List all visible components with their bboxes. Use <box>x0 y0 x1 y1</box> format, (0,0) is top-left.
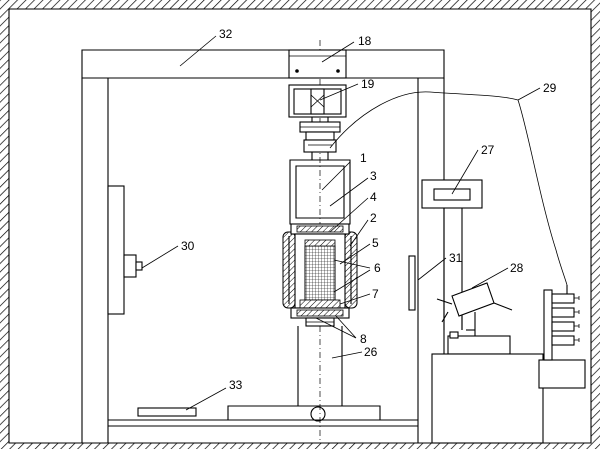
force-sensor <box>288 84 347 118</box>
part-labels: 1 2 3 4 5 6 7 8 18 19 26 27 28 29 30 31 … <box>181 27 557 392</box>
signal-cable <box>329 91 568 286</box>
label-30: 30 <box>181 239 195 253</box>
label-6: 6 <box>374 261 381 275</box>
label-29: 29 <box>543 81 557 95</box>
sample-chamber <box>282 223 358 327</box>
label-27: 27 <box>481 143 495 157</box>
label-1: 1 <box>360 151 367 165</box>
label-32: 32 <box>219 27 233 41</box>
label-3: 3 <box>370 169 377 183</box>
label-28: 28 <box>510 261 524 275</box>
loading-cylinder <box>289 159 351 225</box>
sample-tray <box>137 407 197 417</box>
control-desk <box>431 329 586 444</box>
label-4: 4 <box>370 190 377 204</box>
base-plate <box>227 336 381 422</box>
side-panel <box>408 255 416 311</box>
actuator <box>288 49 347 79</box>
camera <box>436 282 513 336</box>
label-2: 2 <box>370 211 377 225</box>
leader-lines <box>141 35 541 411</box>
valve-rack <box>543 285 580 361</box>
label-26: 26 <box>364 345 378 359</box>
label-8: 8 <box>360 332 367 346</box>
label-31: 31 <box>449 251 463 265</box>
label-33: 33 <box>229 378 243 392</box>
label-18: 18 <box>358 34 372 48</box>
label-7: 7 <box>372 287 379 301</box>
loading-frame <box>81 49 445 443</box>
loading-rod <box>299 117 341 160</box>
label-19: 19 <box>361 77 375 91</box>
label-5: 5 <box>372 236 379 250</box>
side-sensor <box>107 185 143 315</box>
